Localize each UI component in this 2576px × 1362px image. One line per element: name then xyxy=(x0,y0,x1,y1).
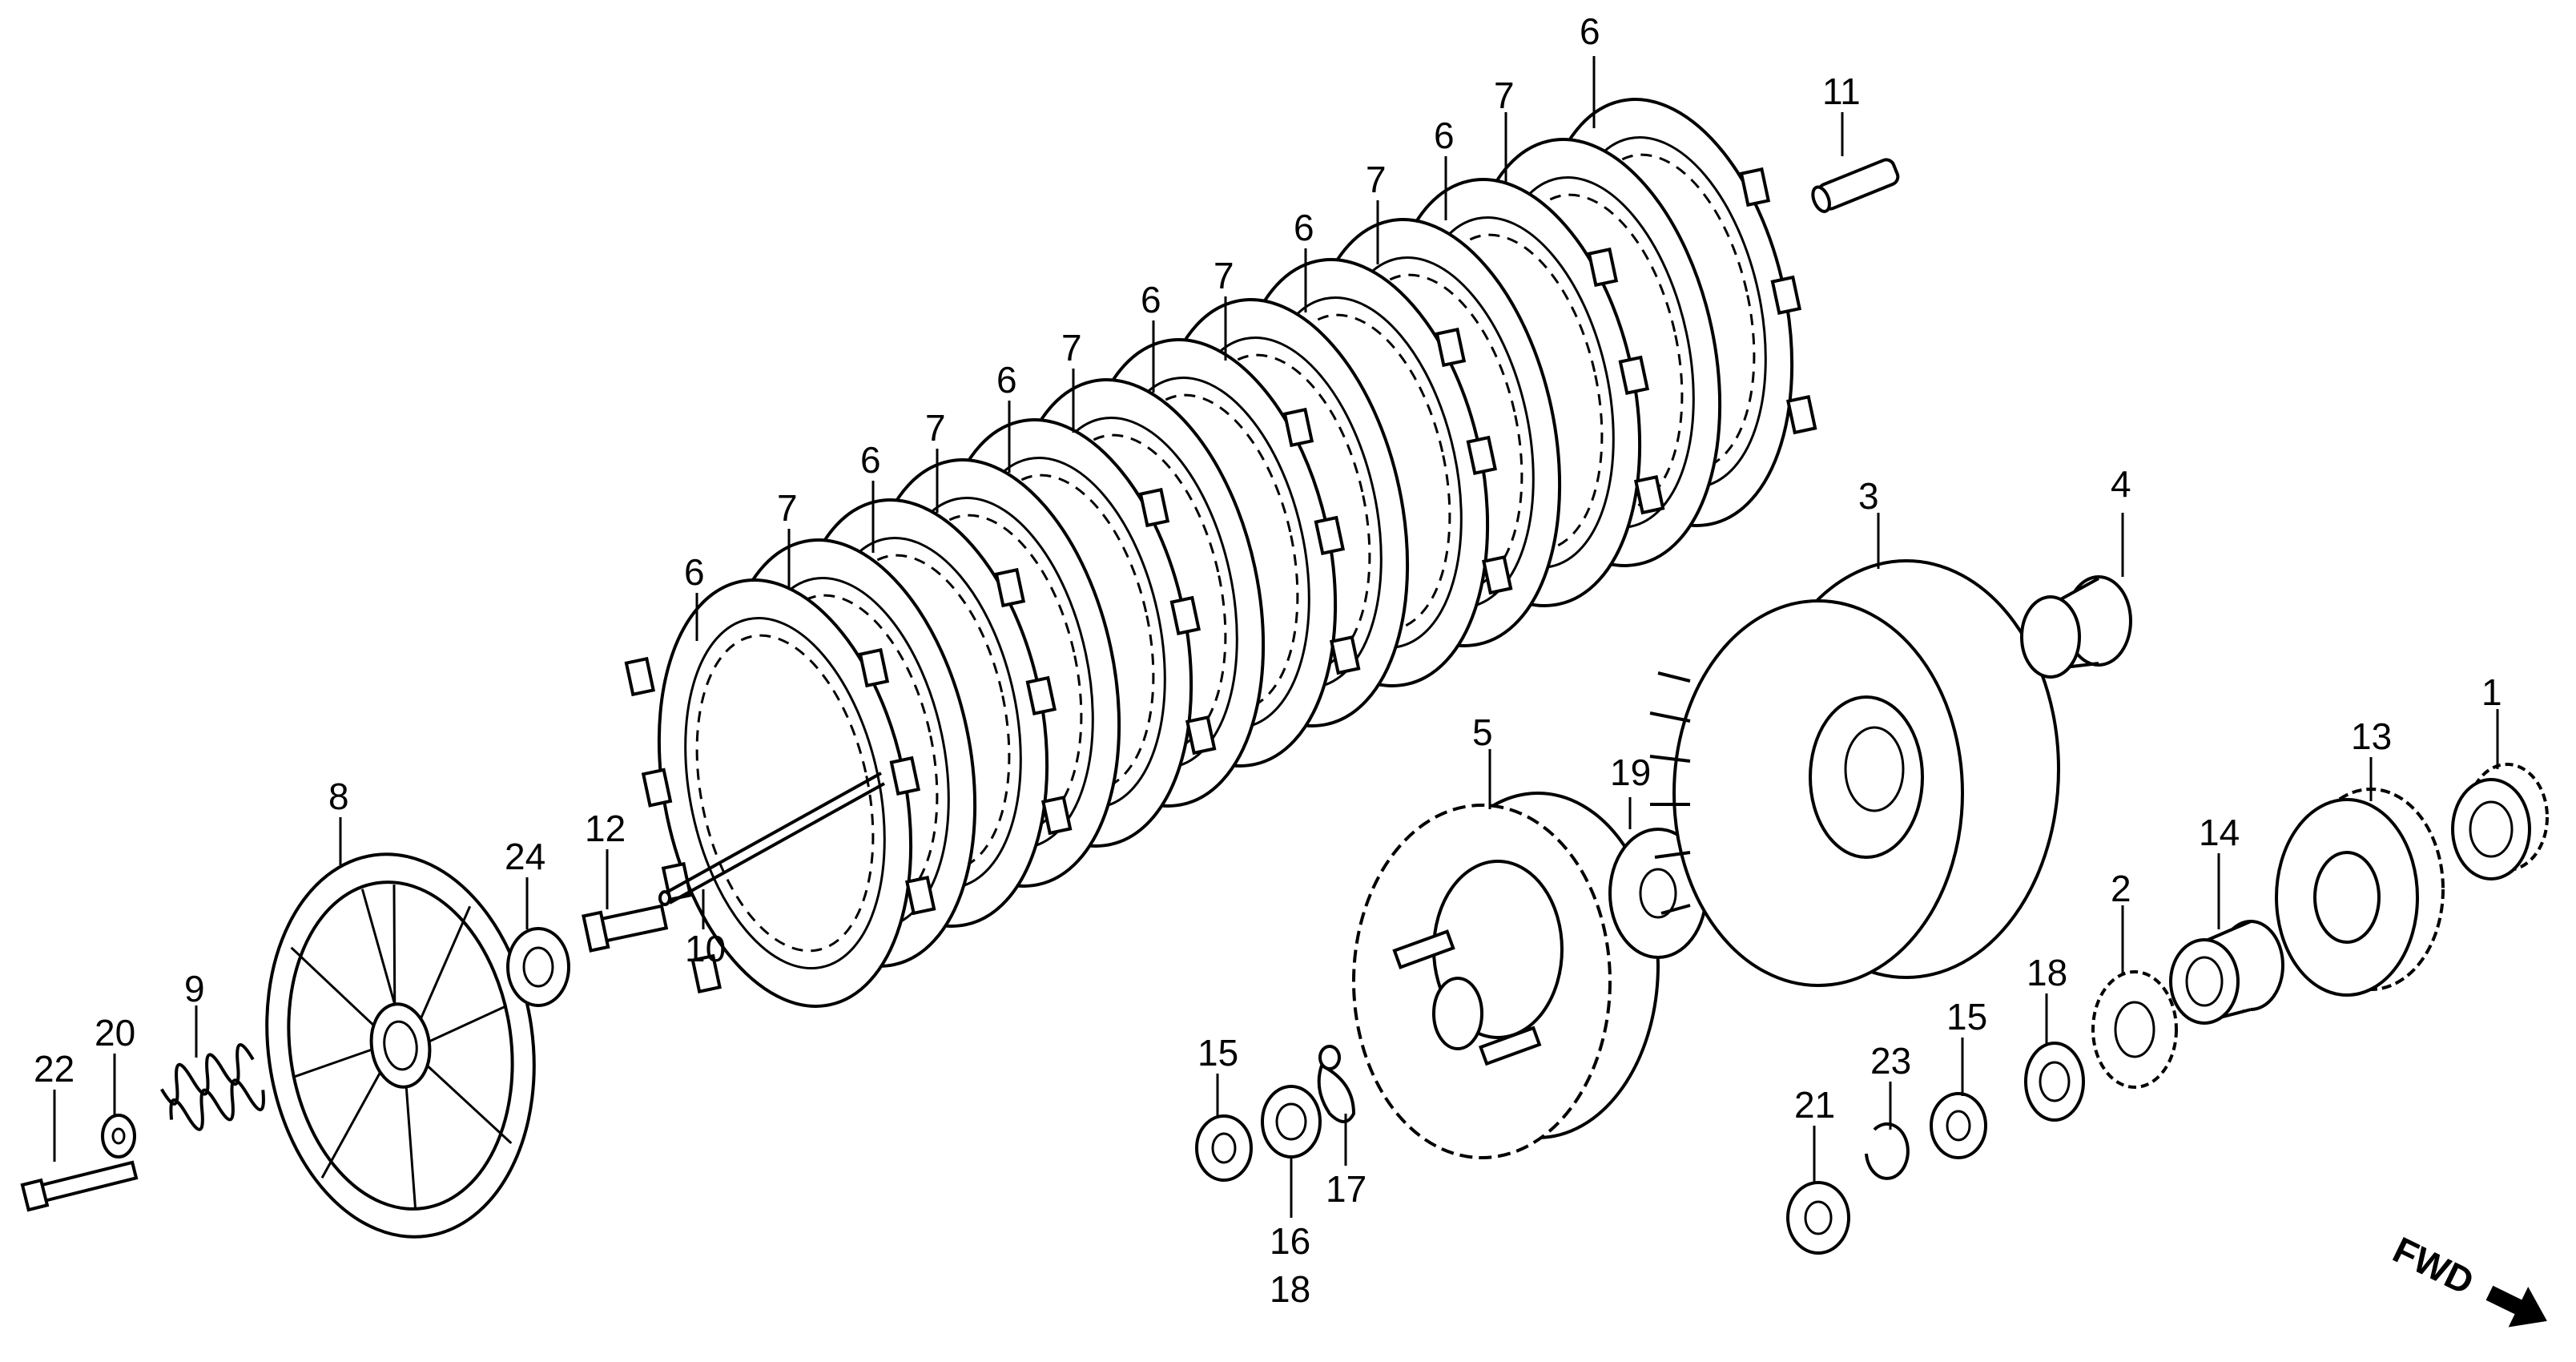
fwd-arrow-icon xyxy=(2485,1285,2547,1328)
label-7: 7 xyxy=(1494,75,1515,116)
label-18: 18 xyxy=(2027,952,2067,993)
label-9: 9 xyxy=(184,968,205,1009)
lock-nut-left xyxy=(1195,1114,1253,1182)
washer-16-18 xyxy=(1261,1085,1322,1159)
clutch-outer xyxy=(1649,559,2060,987)
sleeve xyxy=(2169,920,2284,1025)
label-7: 7 xyxy=(1366,159,1387,200)
callouts: 1 2 3 4 5 6 6 6 6 6 6 6 7 7 7 7 7 7 8 9 … xyxy=(34,10,2502,1310)
label-14: 14 xyxy=(2199,812,2240,853)
oil-pump-drive-sprocket xyxy=(2091,970,2178,1089)
label-21: 21 xyxy=(1794,1084,1835,1126)
label-13: 13 xyxy=(2351,715,2392,757)
label-6: 6 xyxy=(1141,279,1161,320)
lock-washer xyxy=(1317,1045,1356,1123)
bolt xyxy=(20,1160,139,1212)
label-7: 7 xyxy=(777,487,798,529)
label-8: 8 xyxy=(328,776,349,817)
label-15: 15 xyxy=(1946,996,1987,1038)
clutch-spring xyxy=(160,1043,265,1131)
spline-collar xyxy=(2451,763,2549,880)
primary-drive-gear xyxy=(2275,788,2445,997)
pressure-plate xyxy=(265,852,536,1239)
circlip xyxy=(1865,1122,1910,1180)
thrust-washer-right xyxy=(2024,1042,2085,1122)
label-22: 22 xyxy=(34,1048,74,1090)
label-4: 4 xyxy=(2111,463,2131,505)
label-11: 11 xyxy=(1822,71,1861,112)
label-2: 2 xyxy=(2111,868,2131,909)
label-6: 6 xyxy=(860,439,881,481)
label-10: 10 xyxy=(685,928,726,969)
label-19: 19 xyxy=(1610,752,1651,793)
label-1: 1 xyxy=(2481,671,2502,713)
label-20: 20 xyxy=(95,1012,135,1054)
label-7: 7 xyxy=(1061,327,1082,369)
label-7: 7 xyxy=(1214,255,1234,296)
label-12: 12 xyxy=(585,808,626,849)
fwd-arrow: FWD xyxy=(2387,1228,2547,1328)
lifter-piece xyxy=(582,904,669,953)
label-6: 6 xyxy=(1580,10,1600,52)
lock-nut-right xyxy=(1930,1092,1987,1159)
washer xyxy=(101,1114,136,1159)
leader-lines xyxy=(53,56,2499,1218)
clutch-center xyxy=(1352,792,1660,1159)
ball-bearing xyxy=(506,927,570,1007)
label-3: 3 xyxy=(1858,475,1879,517)
label-23: 23 xyxy=(1870,1040,1911,1082)
label-6: 6 xyxy=(1434,115,1455,156)
label-16: 16 xyxy=(1270,1220,1310,1262)
label-24: 24 xyxy=(505,836,545,877)
label-15: 15 xyxy=(1197,1032,1238,1074)
dowel-pin xyxy=(1811,158,1900,213)
label-18: 18 xyxy=(1270,1268,1310,1310)
bearing-right xyxy=(1786,1181,1850,1255)
label-5: 5 xyxy=(1472,711,1493,753)
fwd-label: FWD xyxy=(2387,1228,2481,1303)
label-7: 7 xyxy=(925,407,946,449)
outer-guide-collar xyxy=(2020,575,2132,679)
label-6: 6 xyxy=(684,551,705,593)
label-6: 6 xyxy=(1294,207,1314,248)
label-17: 17 xyxy=(1326,1168,1366,1210)
lifter-rod xyxy=(658,772,885,906)
label-6: 6 xyxy=(996,359,1017,401)
